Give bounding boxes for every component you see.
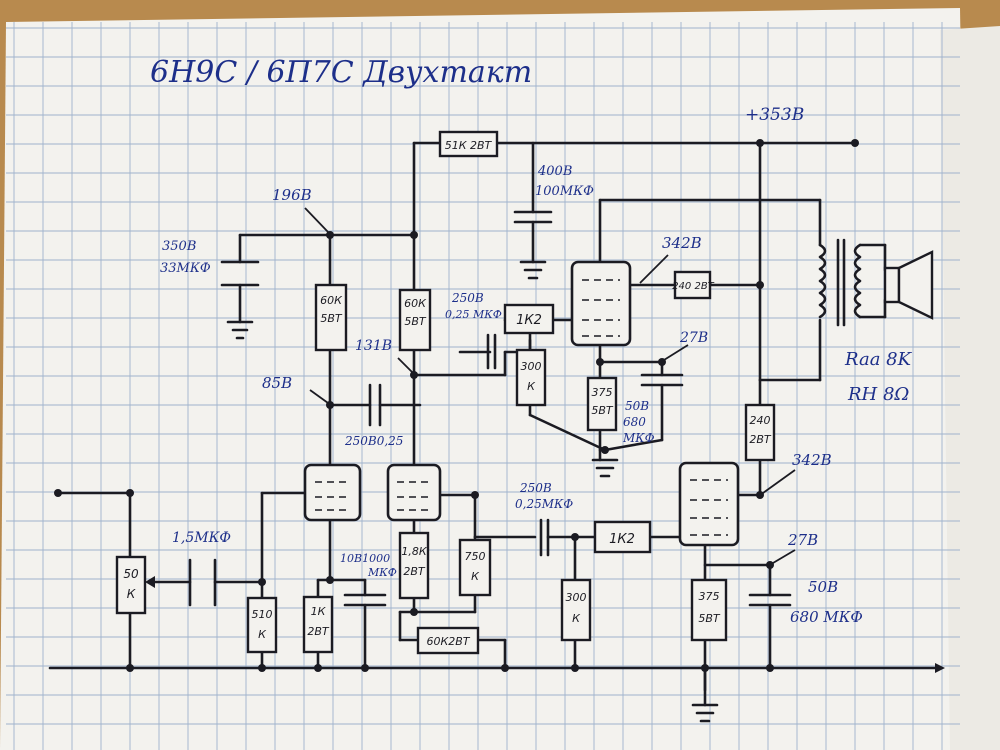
cap-250-mid-label: 250В0,25 (344, 434, 403, 448)
resistor-1k2-top (503, 303, 555, 335)
resistors: 51К 2ВТ 60К 5ВТ 60К 5ВТ 1К2 300 К 240 2В… (115, 130, 776, 655)
resistor-60k-a (314, 283, 348, 352)
primary-coil (818, 243, 827, 319)
resistor-1k2-bottom (593, 520, 652, 554)
cap-cathode-unit: МКФ (367, 566, 397, 579)
resistor-1-8k-power: 2ВТ (403, 565, 426, 578)
resistor-60k-2w-label: 60К2ВТ (426, 635, 470, 648)
resistor-1k-value: 1К (311, 605, 327, 618)
resistor-510k (246, 596, 278, 654)
title-text: 6Н9С / 6П7С Двухтакт (150, 55, 532, 90)
resistor-1-8k (398, 531, 430, 600)
resistor-240-bottom-power: 2ВТ (749, 433, 772, 446)
resistor-300k-bottom-unit: К (572, 612, 581, 625)
resistor-60k-a-power: 5ВТ (320, 312, 343, 325)
resistor-375-top-power: 5ВТ (591, 404, 614, 417)
tube-6n9s-splitter (386, 463, 442, 522)
speaker-magnet-icon (883, 266, 901, 304)
cap-250-top-voltage: 250В (451, 291, 484, 305)
junction-dots (54, 139, 859, 672)
potentiometer-50k-value: 50 (123, 567, 139, 581)
wiper-arrow-icon (145, 576, 155, 588)
annotation-pointers (304, 207, 796, 564)
tube-6p7s-upper (570, 260, 632, 347)
capacitor-plates (188, 210, 792, 607)
resistor-510k-unit: К (258, 628, 267, 641)
cap-400-value: 100МКФ (535, 184, 594, 199)
resistor-240-bottom-value: 240 (750, 414, 771, 427)
resistor-51k (438, 130, 499, 158)
resistor-300k-top-unit: К (527, 380, 536, 393)
resistor-1k-power: 2ВТ (307, 625, 330, 638)
tube-6p7s-lower (678, 461, 740, 547)
cap-50-bottom-value: 680 МКФ (790, 608, 863, 626)
tube-6n9s-first (303, 463, 362, 522)
resistor-300k-bottom-value: 300 (566, 591, 587, 604)
ground-rail-arrow-icon (935, 663, 945, 673)
resistor-1-8k-value: 1,8К (401, 545, 427, 558)
cap-350-voltage: 350В (162, 239, 196, 254)
voltage-131: 131В (355, 338, 392, 354)
resistor-300k-top-value: 300 (521, 360, 542, 373)
resistor-1k2-bottom-label: 1К2 (609, 532, 635, 547)
resistor-510k-value: 510 (252, 608, 273, 621)
cap-250-low-voltage: 250В (519, 481, 552, 495)
next-page (940, 26, 1000, 750)
cap-cathode-voltage: 10В1000 (340, 552, 390, 565)
resistor-240-top-label: 240 2ВТ (672, 281, 714, 292)
resistor-60k-b-value: 60К (404, 297, 427, 310)
resistor-375-bottom-value: 375 (699, 590, 720, 603)
voltage-27-top: 27В (679, 330, 708, 346)
resistor-375-top (586, 376, 618, 432)
cap-50-bottom-voltage: 50В (808, 578, 838, 596)
resistor-750k-unit: К (471, 570, 480, 583)
cap-400-voltage: 400В (537, 164, 572, 179)
supply-voltage: +353В (745, 105, 804, 125)
voltage-342-top: 342В (662, 234, 702, 252)
resistor-750k (458, 538, 492, 597)
resistor-60k-b (398, 288, 432, 352)
transformer-raa: Raa 8K (844, 349, 913, 370)
resistor-300k-bottom (560, 578, 592, 642)
annotations: +353В 196В 85В 131В 342В 342В 27В 27В 35… (160, 105, 913, 626)
ground-symbols (226, 260, 719, 723)
potentiometer-50k-unit: К (127, 587, 136, 601)
cap-250-top-value: 0,25 МКФ (445, 308, 502, 321)
wires (48, 141, 937, 707)
potentiometer-50k (115, 555, 147, 615)
cap-250-low-value: 0,25МКФ (515, 497, 573, 511)
resistor-375-bottom (690, 578, 728, 642)
resistor-51k-label: 51К 2ВТ (445, 139, 493, 152)
output-transformer (818, 238, 934, 327)
secondary-coil (853, 243, 862, 319)
voltage-196: 196В (272, 186, 312, 204)
transformer-rh: RH 8Ω (847, 384, 909, 405)
tubes (303, 260, 740, 547)
voltage-85: 85В (262, 374, 292, 392)
cap-input-value: 1,5МКФ (172, 530, 231, 546)
cap-50-top-voltage: 50В (625, 399, 649, 413)
resistor-375-top-value: 375 (592, 386, 613, 399)
resistor-60k-2w (416, 626, 480, 655)
resistor-240-bottom (744, 403, 776, 462)
cap-50-top-value: 680 (623, 415, 646, 429)
speaker-cone-icon (897, 250, 934, 320)
resistor-375-bottom-power: 5ВТ (698, 612, 721, 625)
voltage-342-bottom: 342В (792, 451, 832, 469)
resistor-750k-value: 750 (465, 550, 486, 563)
resistor-300k-top (515, 348, 547, 407)
cap-350-value: 33МКФ (160, 261, 211, 276)
voltage-27-bottom: 27В (787, 531, 818, 549)
resistor-240-top (673, 270, 712, 300)
resistor-1k2-top-label: 1К2 (516, 313, 542, 328)
resistor-60k-a-value: 60К (320, 294, 343, 307)
resistor-60k-b-power: 5ВТ (404, 315, 427, 328)
resistor-1k (302, 595, 334, 654)
cap-50-top-unit: МКФ (622, 431, 655, 445)
